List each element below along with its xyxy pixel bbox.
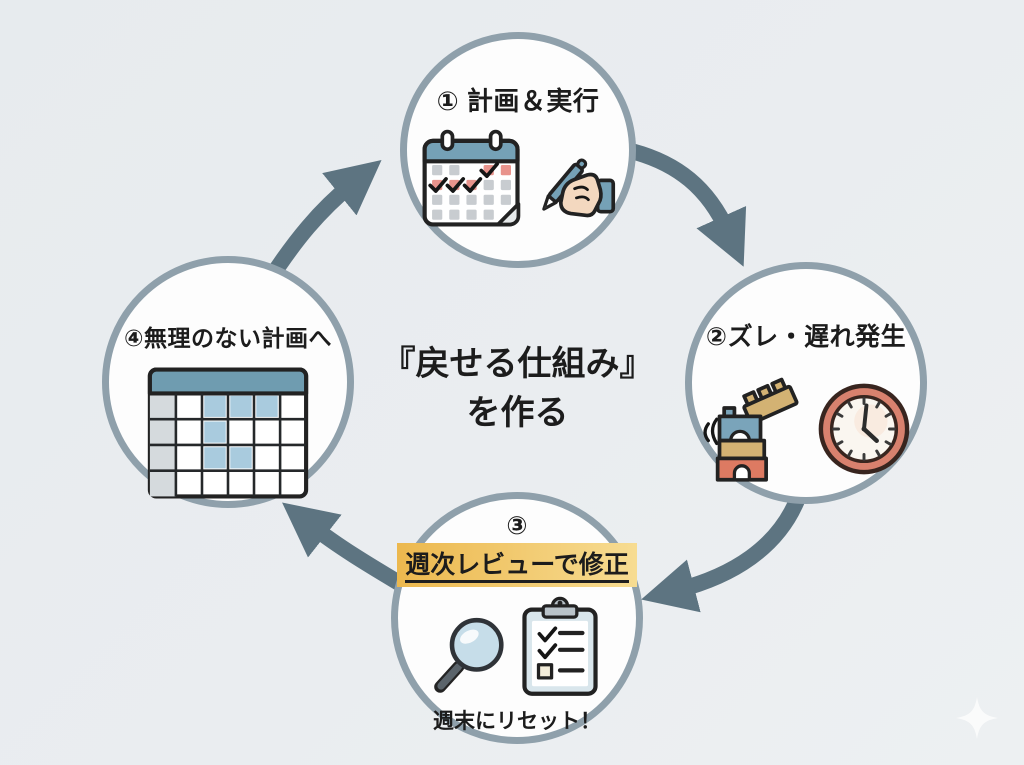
center-headline-line2: を作る	[466, 394, 569, 433]
center-headline: 『戻せる仕組み』 を作る	[330, 340, 705, 439]
arrow-bottom-to-left	[282, 502, 409, 593]
step-1-title: ① 計画＆実行	[436, 86, 600, 116]
step-3-title-highlight: 週次レビューで修正	[397, 543, 637, 587]
step-1-plan-execute-circle: ① 計画＆実行	[400, 32, 636, 268]
clipboard-checklist-icon	[522, 596, 598, 696]
step-3-number: ③	[506, 512, 528, 540]
step-3-title: 週次レビューで修正	[405, 551, 629, 583]
clock-icon	[818, 383, 910, 475]
arrow-right-to-bottom	[641, 494, 806, 613]
weekly-table-icon	[147, 367, 309, 499]
calendar-check-icon	[422, 129, 521, 227]
arrow-top-to-right	[616, 140, 747, 267]
step-2-title: ②ズレ・遅れ発生	[705, 323, 907, 351]
step-3-weekly-review-circle: ③ 週次レビューで修正	[391, 492, 643, 744]
step-2-delay-circle: ②ズレ・遅れ発生	[685, 262, 927, 504]
step-4-replan-circle: ④無理のない計画へ	[102, 256, 354, 508]
hand-writing-icon	[542, 158, 616, 218]
toy-blocks-icon	[703, 377, 799, 482]
step-4-title: ④無理のない計画へ	[124, 325, 332, 351]
step-3-note: 週末にリセット！	[433, 710, 601, 733]
center-headline-line1: 『戻せる仕組み』	[381, 345, 654, 383]
sparkle-icon	[956, 697, 998, 739]
magnifier-icon	[434, 617, 504, 693]
